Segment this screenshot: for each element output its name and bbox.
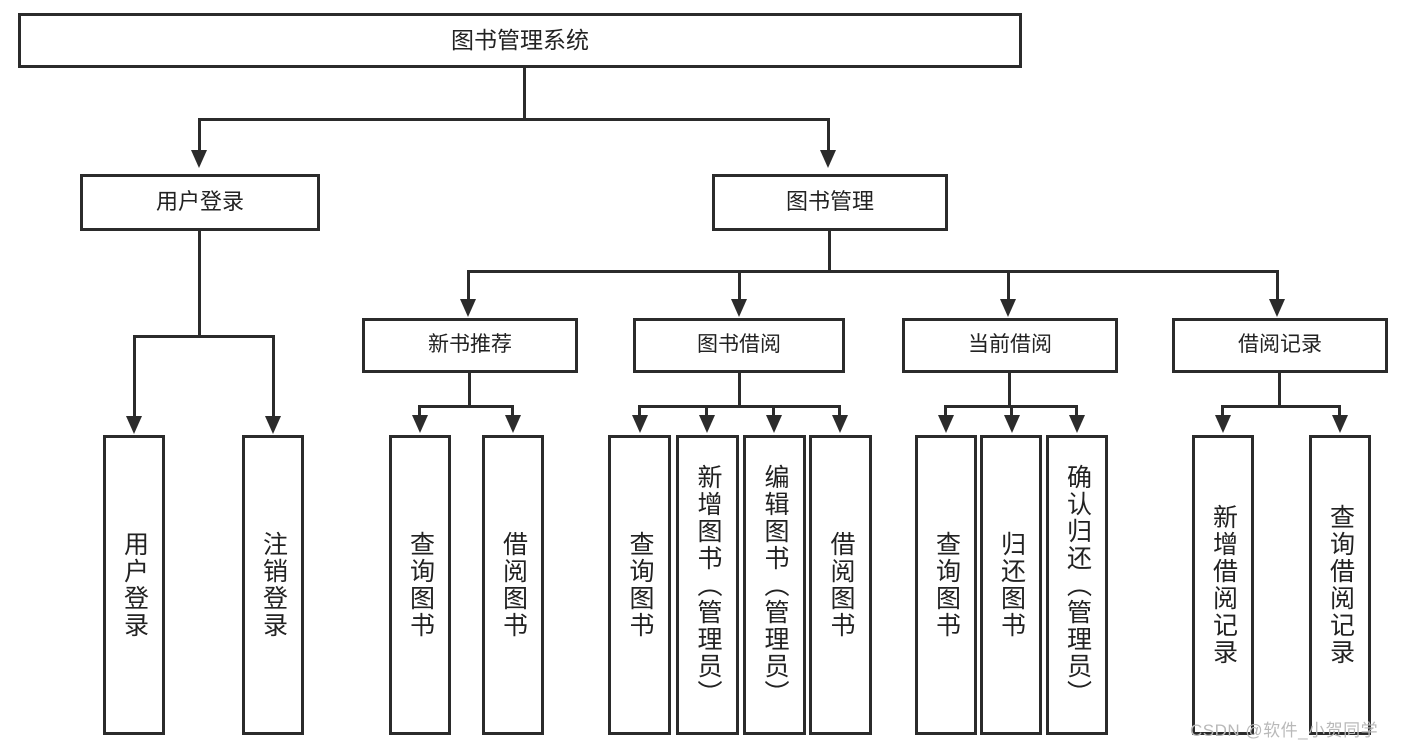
connector-current-borrow-stem [1008, 373, 1011, 407]
connector-borrow-record-bus [1221, 405, 1341, 408]
arrowhead-book-borrow-leaf4 [832, 415, 848, 433]
connector-book-borrow-leaf4 [838, 405, 841, 417]
leaf-current-borrow-return-books[interactable]: 归还图书 [980, 435, 1042, 735]
leaf-new-book-query-books[interactable]: 查询图书 [389, 435, 451, 735]
connector-book-mgmt-to-borrow [738, 270, 741, 300]
leaf-book-borrow-borrow-books[interactable]: 借阅图书 [809, 435, 872, 735]
leaf-label: 查询图书 [932, 531, 961, 639]
leaf-book-borrow-add-book-admin[interactable]: 新增图书（管理员） [676, 435, 739, 735]
leaf-label: 查询借阅记录 [1326, 504, 1355, 666]
arrowhead-book-mgmt-to-new-book [460, 299, 476, 317]
connector-root-bus [198, 118, 830, 121]
connector-current-borrow-leaf2 [1010, 405, 1013, 417]
leaf-book-borrow-edit-book-admin[interactable]: 编辑图书（管理员） [743, 435, 806, 735]
node-new-book-recommend[interactable]: 新书推荐 [362, 318, 578, 373]
leaf-current-borrow-query-books[interactable]: 查询图书 [915, 435, 977, 735]
connector-book-mgmt-bus [467, 270, 1279, 273]
connector-book-borrow-bus [638, 405, 841, 408]
node-borrow-record[interactable]: 借阅记录 [1172, 318, 1388, 373]
connector-book-mgmt-stem [828, 231, 831, 272]
connector-user-login-bus [133, 335, 275, 338]
connector-new-book-stem [468, 373, 471, 407]
leaf-label: 借阅图书 [499, 531, 528, 639]
node-user-login[interactable]: 用户登录 [80, 174, 320, 231]
leaf-label: 归还图书 [997, 531, 1026, 639]
arrowhead-user-login-leaf1 [126, 416, 142, 434]
connector-root-to-user-login [198, 118, 201, 151]
arrowhead-root-to-user-login [191, 150, 207, 168]
connector-borrow-record-leaf2 [1338, 405, 1341, 417]
connector-book-mgmt-to-current [1007, 270, 1010, 300]
leaf-borrow-record-query-record[interactable]: 查询借阅记录 [1309, 435, 1371, 735]
node-label: 图书借阅 [697, 333, 781, 357]
node-current-borrow[interactable]: 当前借阅 [902, 318, 1118, 373]
connector-book-borrow-leaf2 [705, 405, 708, 417]
node-root-library-system[interactable]: 图书管理系统 [18, 13, 1022, 68]
arrowhead-borrow-record-leaf1 [1215, 415, 1231, 433]
arrowhead-book-borrow-leaf2 [699, 415, 715, 433]
arrowhead-root-to-book-mgmt [820, 150, 836, 168]
connector-book-borrow-leaf1 [638, 405, 641, 417]
connector-borrow-record-leaf1 [1221, 405, 1224, 417]
leaf-book-borrow-query-books[interactable]: 查询图书 [608, 435, 671, 735]
connector-root-to-book-mgmt [827, 118, 830, 151]
arrowhead-book-borrow-leaf3 [766, 415, 782, 433]
arrowhead-user-login-leaf2 [265, 416, 281, 434]
arrowhead-current-borrow-leaf2 [1004, 415, 1020, 433]
arrowhead-new-book-leaf1 [412, 415, 428, 433]
node-book-borrow[interactable]: 图书借阅 [633, 318, 845, 373]
node-book-management[interactable]: 图书管理 [712, 174, 948, 231]
connector-user-login-leaf1 [133, 335, 136, 417]
leaf-new-book-borrow-books[interactable]: 借阅图书 [482, 435, 544, 735]
node-label: 图书管理系统 [451, 26, 589, 53]
arrowhead-book-borrow-leaf1 [632, 415, 648, 433]
node-label: 用户登录 [155, 189, 244, 215]
leaf-borrow-record-add-record[interactable]: 新增借阅记录 [1192, 435, 1254, 735]
connector-new-book-bus [418, 405, 513, 408]
arrowhead-borrow-record-leaf2 [1332, 415, 1348, 433]
connector-borrow-record-stem [1278, 373, 1281, 407]
leaf-label: 新增图书（管理员） [694, 463, 722, 707]
leaf-current-borrow-confirm-return-admin[interactable]: 确认归还（管理员） [1046, 435, 1108, 735]
connector-book-borrow-leaf3 [772, 405, 775, 417]
connector-current-borrow-leaf1 [944, 405, 947, 417]
connector-root-stem [523, 68, 526, 118]
leaf-label: 确认归还（管理员） [1063, 463, 1092, 707]
connector-new-book-leaf1 [418, 405, 421, 417]
arrowhead-book-mgmt-to-current [1000, 299, 1016, 317]
arrowhead-new-book-leaf2 [505, 415, 521, 433]
leaf-user-login-logout[interactable]: 注销登录 [242, 435, 304, 735]
connector-book-borrow-stem [738, 373, 741, 407]
arrowhead-book-mgmt-to-borrow [731, 299, 747, 317]
leaf-label: 新增借阅记录 [1209, 504, 1238, 666]
leaf-label: 查询图书 [626, 531, 654, 639]
arrowhead-current-borrow-leaf1 [938, 415, 954, 433]
arrowhead-book-mgmt-to-record [1269, 299, 1285, 317]
connector-book-mgmt-to-new-book [467, 270, 470, 300]
connector-user-login-stem [198, 231, 201, 337]
leaf-label: 注销登录 [259, 531, 288, 639]
connector-user-login-leaf2 [272, 335, 275, 417]
leaf-label: 查询图书 [406, 531, 435, 639]
node-label: 借阅记录 [1238, 333, 1322, 357]
connector-book-mgmt-to-record [1276, 270, 1279, 300]
node-label: 新书推荐 [428, 333, 512, 357]
leaf-label: 编辑图书（管理员） [761, 463, 789, 707]
connector-new-book-leaf2 [511, 405, 514, 417]
leaf-label: 借阅图书 [827, 531, 855, 639]
connector-current-borrow-leaf3 [1075, 405, 1078, 417]
leaf-label: 用户登录 [120, 531, 149, 639]
arrowhead-current-borrow-leaf3 [1069, 415, 1085, 433]
node-label: 图书管理 [785, 189, 874, 215]
node-label: 当前借阅 [968, 333, 1052, 357]
leaf-user-login-login[interactable]: 用户登录 [103, 435, 165, 735]
